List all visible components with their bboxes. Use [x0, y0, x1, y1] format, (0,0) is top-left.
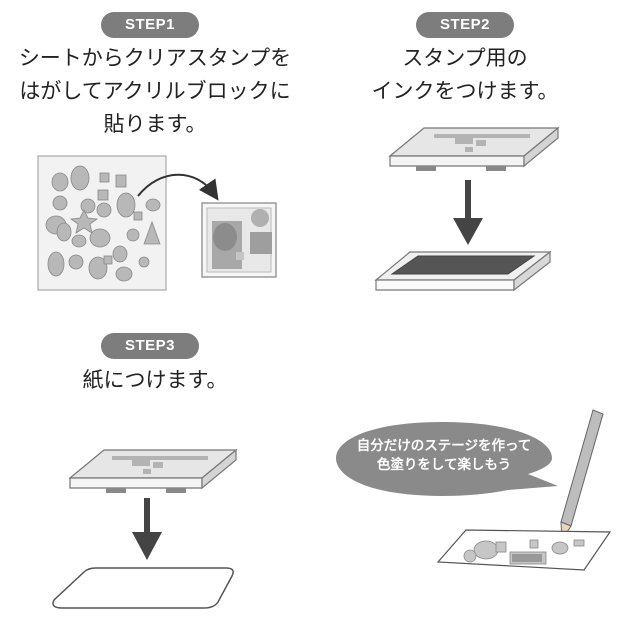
- ink-pad: [374, 250, 552, 292]
- speech-bubble: [336, 422, 558, 496]
- step3-instruction: 紙につけます。: [0, 364, 310, 397]
- acrylic-block-step1: [201, 202, 277, 278]
- down-arrow-step2: [453, 180, 483, 245]
- step2-line-1: スタンプ用の: [402, 46, 528, 70]
- step1-line-3: 貼ります。: [103, 112, 207, 136]
- pencil-icon: [560, 409, 604, 542]
- stamp-block-step2: [388, 126, 560, 171]
- bubble-line-2: 色塗りをして楽しもう: [376, 457, 512, 473]
- bubble-line-1: 自分だけのステージを作って: [356, 438, 532, 454]
- down-arrow-step3: [132, 498, 162, 560]
- step2-line-2: インクをつけます。: [371, 79, 559, 103]
- step1-line-2: はがしてアクリルブロックに: [19, 79, 291, 103]
- step1-instruction: シートからクリアスタンプを はがしてアクリルブロックに 貼ります。: [0, 42, 310, 141]
- step2-badge: STEP2: [416, 12, 514, 38]
- step3-line-1: 紙につけます。: [82, 368, 228, 392]
- step3-badge: STEP3: [101, 333, 199, 359]
- paper-sheet: [52, 567, 234, 609]
- step1-line-1: シートからクリアスタンプを: [18, 46, 292, 70]
- stamped-paper: [436, 529, 612, 571]
- stamp-sheet: [37, 155, 167, 291]
- step2-instruction: スタンプ用の インクをつけます。: [310, 42, 620, 108]
- step1-badge: STEP1: [101, 12, 199, 38]
- transfer-arrow: [137, 173, 219, 201]
- stamp-block-step3: [68, 448, 238, 493]
- bubble-text: 自分だけのステージを作って 色塗りをして楽しもう: [342, 437, 546, 475]
